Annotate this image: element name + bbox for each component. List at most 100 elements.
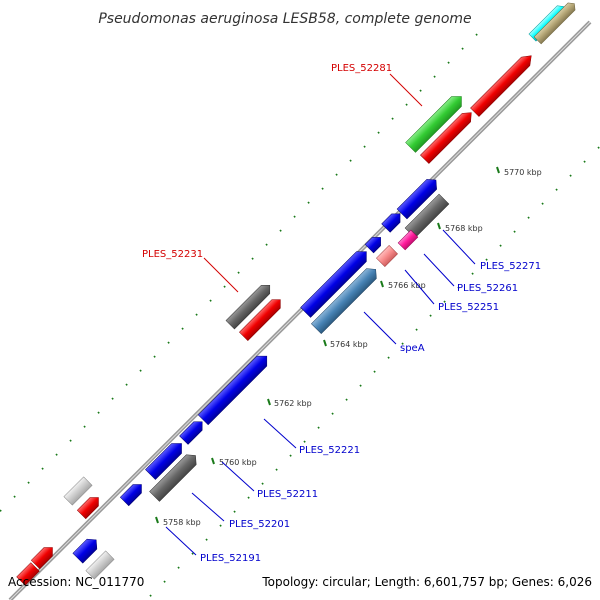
dot-tick [391,117,394,120]
scale-major-tick [496,166,500,174]
scale-major-tick [437,222,441,230]
dot-tick [69,439,72,442]
gene-ples-52221-a[interactable] [197,351,272,426]
dot-tick [401,342,404,345]
label-ples-52221[interactable]: PLES_52221 [299,445,360,456]
gene-red-lower-left-2[interactable] [16,562,40,586]
dot-tick [317,426,320,429]
dot-tick [443,300,446,303]
gene-ples-52261-magenta[interactable] [397,229,419,251]
label-ples-52281[interactable]: PLES_52281 [331,63,392,74]
dot-tick [177,566,180,569]
dot-tick [303,440,306,443]
scale-label-5764: 5764 kbp [330,340,368,349]
gene-ples-52211-gray[interactable] [149,451,201,502]
dot-tick [111,397,114,400]
gene-ples-52271[interactable] [396,175,441,220]
scale-major-tick [155,516,159,524]
dot-tick [27,481,30,484]
scale-major-tick [267,398,271,406]
dot-tick [83,425,86,428]
scale-label-5768: 5768 kbp [445,224,483,233]
gene-top-khaki[interactable] [533,0,578,45]
scale-labels: 5758 kbp 5760 kbp 5762 kbp 5764 kbp 5766… [163,168,542,527]
dot-tick [499,244,502,247]
dot-tick [555,188,558,191]
gene-ples-52211-a[interactable] [145,438,186,480]
dot-tick [223,285,226,288]
dot-tick [461,47,464,50]
dot-tick [251,257,254,260]
gene-ples-52241[interactable] [300,247,372,318]
dot-tick [261,482,264,485]
label-ples-52191[interactable]: PLES_52191 [200,553,261,564]
dot-tick [541,202,544,205]
dot-tick [527,216,530,219]
dot-tick [335,173,338,176]
dot-tick [13,495,16,498]
scale-label-5766: 5766 kbp [388,281,426,290]
dot-tick [0,509,2,512]
gene-ples-52231-red[interactable] [239,295,284,341]
dot-tick [447,61,450,64]
scale-ticks [155,166,500,524]
dot-tick [597,146,600,149]
dot-tick [153,355,156,358]
dot-tick [191,552,194,555]
label-spea[interactable]: speA [400,343,425,354]
gene-lightgray-upper[interactable] [63,476,93,506]
gene-red-upper-small[interactable] [76,493,102,520]
dotted-tick-rows [0,33,600,597]
dot-tick [233,510,236,513]
backbone [8,20,592,600]
scale-label-5758: 5758 kbp [163,518,201,527]
dot-tick [569,174,572,177]
dot-tick [345,398,348,401]
dot-tick [405,103,408,106]
label-ples-52211[interactable]: PLES_52211 [257,489,318,500]
dot-tick [289,454,292,457]
gene-ples-52201[interactable] [119,480,145,507]
scale-major-tick [323,339,327,347]
gene-ples-52281-red[interactable] [420,108,475,164]
gene-ples-52191[interactable] [72,535,101,564]
gene-labels: PLES_52281 PLES_52231 PLES_52271 PLES_52… [142,63,541,564]
gene-ples-52251-pink[interactable] [376,245,398,267]
dot-tick [209,299,212,302]
gene-ples-52231-gray[interactable] [225,281,274,330]
gene-top-red-1[interactable] [470,51,535,117]
gene-ples-52261-blue[interactable] [381,210,405,233]
genome-summary-text: Topology: circular; Length: 6,601,757 bp… [261,575,592,589]
gene-ples-52221-b[interactable] [179,418,207,445]
dot-tick [471,272,474,275]
dot-tick [55,453,58,456]
dot-tick [485,258,488,261]
scale-label-5762: 5762 kbp [274,399,312,408]
label-ples-52271[interactable]: PLES_52271 [480,261,541,272]
dot-tick [583,160,586,163]
label-leaders [165,73,476,556]
dot-tick [125,383,128,386]
dot-tick [275,468,278,471]
label-ples-52261[interactable]: PLES_52261 [457,283,518,294]
gene-ples-52251-blue[interactable] [364,233,385,254]
gene-spea[interactable] [310,264,380,335]
scale-major-tick [211,457,215,465]
label-ples-52251[interactable]: PLES_52251 [438,302,499,313]
dot-tick [247,496,250,499]
label-ples-52231[interactable]: PLES_52231 [142,249,203,260]
scale-label-5770: 5770 kbp [504,168,542,177]
dot-tick [513,230,516,233]
gene-red-lower-left[interactable] [30,543,56,570]
gene-ples-52281-green[interactable] [405,92,467,153]
dot-tick [205,538,208,541]
dot-tick [195,313,198,316]
dot-tick [321,187,324,190]
dot-tick [219,524,222,527]
dot-tick [415,328,418,331]
map-title: Pseudomonas aeruginosa LESB58, complete … [98,11,471,27]
gene-lightgray-lower[interactable] [85,550,115,580]
label-ples-52201[interactable]: PLES_52201 [229,519,290,530]
dot-tick [419,89,422,92]
